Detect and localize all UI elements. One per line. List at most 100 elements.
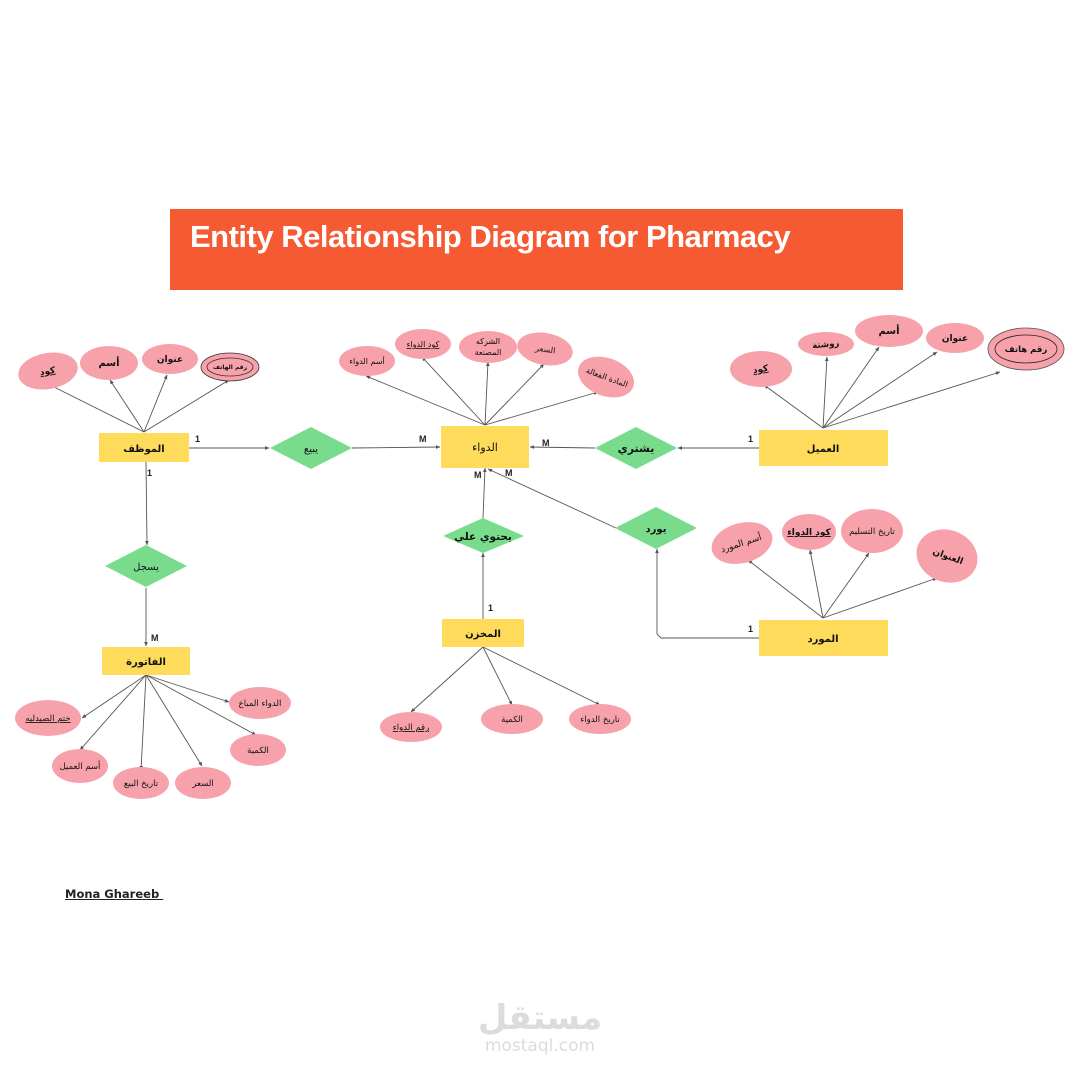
cardinality-buys-medicine: M xyxy=(542,438,550,448)
attribute-invoice-stamp[interactable]: ختم الصيدليه xyxy=(15,700,81,736)
relationship-sells-label: يبيع xyxy=(304,444,318,455)
connector-supplies-medicine xyxy=(487,468,617,529)
connector-warehouse-date xyxy=(482,646,601,706)
connector-sells-medicine xyxy=(351,445,441,449)
attribute-supplier-delivery[interactable]: تاريخ التسليم xyxy=(841,509,903,553)
attribute-customer-name[interactable]: أسم xyxy=(855,315,923,347)
connector-customer-phone xyxy=(822,371,1001,429)
entity-supplier[interactable]: المورد xyxy=(759,620,888,656)
watermark-domain: mostaql.com xyxy=(484,1036,596,1056)
attribute-medicine-name[interactable]: أسم الدواء xyxy=(339,346,395,376)
attribute-employee-address-label: عنوان xyxy=(157,355,183,365)
attribute-medicine-price-label: السعر xyxy=(534,344,556,356)
attribute-customer-code-label: كود xyxy=(752,364,770,377)
cardinality-supplies-medicine: M xyxy=(505,468,513,478)
connector-supplier-delivery xyxy=(822,552,870,619)
connector-contains-medicine xyxy=(482,467,487,519)
attribute-invoice-sold[interactable]: الدواء المباع xyxy=(229,687,291,719)
attribute-customer-phone[interactable]: رقم هاتف xyxy=(987,327,1065,371)
connector-customer-prescription xyxy=(822,356,829,429)
attribute-medicine-manufacturer-line2: المصنعة xyxy=(475,348,502,357)
connector-customer-address xyxy=(822,351,938,429)
attribute-customer-address-label: عنوان xyxy=(942,334,968,344)
attribute-employee-phone[interactable]: رقم الهاتف xyxy=(200,352,260,382)
attribute-employee-address[interactable]: عنوان xyxy=(142,344,198,374)
attribute-invoice-customer[interactable]: أسم العميل xyxy=(52,749,108,783)
relationship-buys-label: يشتري xyxy=(618,442,655,455)
connector-employee-phone xyxy=(143,379,230,433)
attribute-customer-prescription[interactable]: روشتة xyxy=(798,332,854,356)
connector-supplier-medcode xyxy=(808,549,824,619)
connector-medicine-code xyxy=(421,356,486,426)
entity-customer-label: العميل xyxy=(807,444,840,455)
cardinality-warehouse-contains: 1 xyxy=(488,603,493,613)
entity-medicine[interactable]: الدواء xyxy=(441,426,529,468)
connector-warehouse-qty xyxy=(482,646,513,706)
attribute-warehouse-date-label: تاريخ الدواء xyxy=(580,715,620,725)
connector-invoice-price xyxy=(145,674,203,767)
attribute-invoice-qty[interactable]: الكمية xyxy=(230,734,286,766)
attribute-supplier-name[interactable]: أسم المورد xyxy=(707,516,777,571)
connector-medicine-price xyxy=(484,363,545,426)
connector-supplier-address xyxy=(822,577,938,619)
manufacturer-word-1: الشركه xyxy=(476,337,500,346)
manufacturer-word-2: المصنعة xyxy=(475,348,502,357)
attribute-customer-prescription-label: روشتة xyxy=(812,339,840,352)
entity-warehouse[interactable]: المخزن xyxy=(442,619,524,647)
attribute-warehouse-medno[interactable]: رقم الدواء xyxy=(380,712,442,742)
entity-warehouse-label: المخزن xyxy=(465,629,501,640)
attribute-employee-name-label: أسم xyxy=(98,356,119,369)
connector-supplier-supplies xyxy=(655,548,759,639)
connector-invoice-customer xyxy=(79,674,147,751)
watermark-logo-arabic: مستقل xyxy=(477,998,603,1038)
attribute-customer-code[interactable]: كود xyxy=(730,351,792,387)
relationship-contains-label: يحتوي علي xyxy=(454,531,512,543)
attribute-medicine-code[interactable]: كود الدواء xyxy=(395,329,451,359)
attribute-medicine-active[interactable]: المادة الفعالة xyxy=(572,349,639,405)
attribute-supplier-medcode[interactable]: كود الدواء xyxy=(782,514,836,550)
entity-invoice[interactable]: الفاتورة xyxy=(102,647,190,675)
entity-customer[interactable]: العميل xyxy=(759,430,888,466)
connector-medicine-active xyxy=(484,391,599,426)
connector-supplier-name xyxy=(747,559,824,619)
entity-employee[interactable]: الموظف xyxy=(99,433,189,462)
attribute-employee-code[interactable]: كود xyxy=(15,348,80,394)
attribute-warehouse-qty[interactable]: الكمية xyxy=(481,704,543,734)
attribute-invoice-sold-label: الدواء المباع xyxy=(239,699,282,709)
connector-employee-name xyxy=(109,379,145,433)
relationship-records-label: يسجل xyxy=(133,562,159,573)
attribute-medicine-manufacturer[interactable]: الشركه المصنعة xyxy=(459,331,517,363)
relationship-supplies[interactable]: يورد xyxy=(615,507,697,549)
attribute-employee-name[interactable]: أسم xyxy=(80,346,138,380)
entity-supplier-label: المورد xyxy=(807,634,838,645)
cardinality-supplier-supplies: 1 xyxy=(748,624,753,634)
author-name: Mona Ghareeb xyxy=(65,887,164,901)
relationship-records[interactable]: يسجل xyxy=(105,545,187,587)
attribute-medicine-code-label: كود الدواء xyxy=(407,340,440,349)
attribute-medicine-price[interactable]: السعر xyxy=(515,328,576,369)
attribute-invoice-price[interactable]: السعر xyxy=(175,767,231,799)
cardinality-employee-records: 1 xyxy=(147,468,152,478)
entity-medicine-label: الدواء xyxy=(472,441,498,454)
attribute-supplier-delivery-label: تاريخ التسليم xyxy=(849,527,895,537)
relationship-contains[interactable]: يحتوي علي xyxy=(443,518,524,553)
attribute-supplier-address[interactable]: العنوان xyxy=(909,521,985,591)
attribute-invoice-date[interactable]: تاريخ البيع xyxy=(113,767,169,799)
relationship-sells[interactable]: يبيع xyxy=(270,427,352,469)
connector-warehouse-medno xyxy=(410,646,484,713)
attribute-warehouse-qty-label: الكمية xyxy=(501,715,523,725)
connector-invoice-date xyxy=(139,674,147,771)
connector-medicine-manufacturer xyxy=(484,361,490,426)
connector-customer-code xyxy=(763,384,824,429)
attribute-warehouse-date[interactable]: تاريخ الدواء xyxy=(569,704,631,734)
connector-employee-address xyxy=(143,374,168,433)
relationship-buys[interactable]: يشتري xyxy=(595,427,677,469)
title-banner: Entity Relationship Diagram for Pharmacy xyxy=(170,209,903,290)
cardinality-records-invoice: M xyxy=(151,633,159,643)
attribute-invoice-price-label: السعر xyxy=(191,779,213,789)
attribute-employee-phone-label: رقم الهاتف xyxy=(213,364,248,371)
attribute-medicine-manufacturer-line1: الشركه xyxy=(476,337,500,346)
connector-employee-code xyxy=(49,384,145,433)
attribute-customer-address[interactable]: عنوان xyxy=(926,323,984,353)
